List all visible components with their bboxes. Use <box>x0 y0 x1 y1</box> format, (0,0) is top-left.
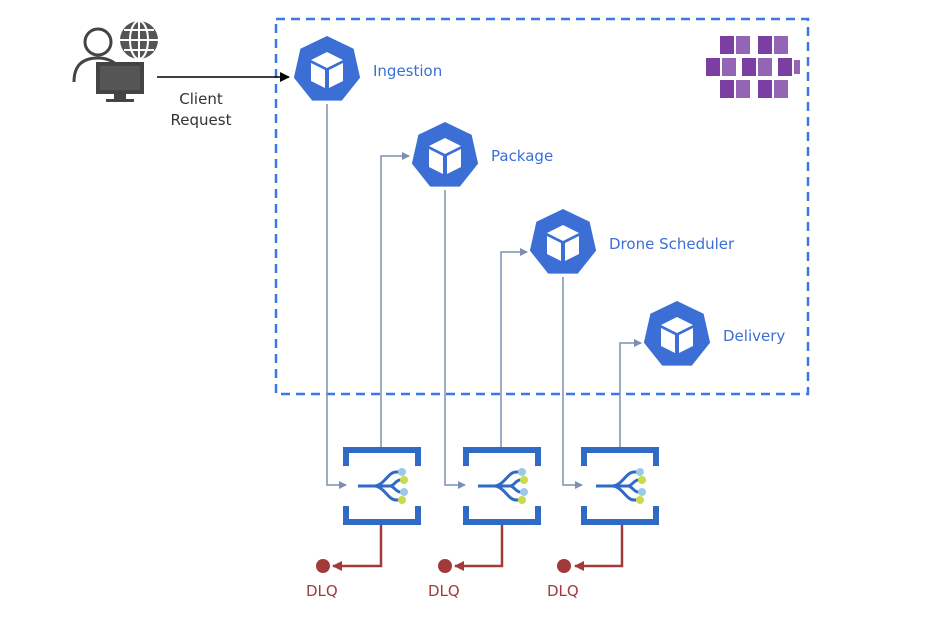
event-hub-1-icon <box>346 450 418 522</box>
queue-2-to-scheduler-arrow <box>500 248 528 452</box>
dlq-3-arrow <box>574 525 624 571</box>
dlq-1-arrow <box>332 525 383 571</box>
event-hub-3-icon <box>584 450 656 522</box>
package-service-icon <box>411 122 479 187</box>
drone-scheduler-label: Drone Scheduler <box>609 235 735 253</box>
delivery-label: Delivery <box>723 327 786 345</box>
user-computer-globe-icon <box>72 20 158 102</box>
delivery-service-icon <box>643 301 711 366</box>
dlq-2-dot <box>438 559 452 573</box>
ingestion-to-queue-1-arrow <box>326 104 347 489</box>
dlq-2-arrow <box>454 525 504 571</box>
drone-scheduler-service-icon <box>529 209 597 274</box>
kubernetes-cluster-icon <box>706 36 800 98</box>
package-label: Package <box>491 147 554 165</box>
client-label-line2: Request <box>170 111 232 129</box>
package-to-queue-2-arrow <box>444 190 466 489</box>
dlq-3-dot <box>557 559 571 573</box>
dlq-1-label: DLQ <box>306 582 338 600</box>
event-hub-2-icon <box>466 450 538 522</box>
dlq-2-label: DLQ <box>428 582 460 600</box>
client-label-line1: Client <box>179 90 223 108</box>
client-request-label: Client Request <box>166 89 236 131</box>
dlq-1-dot <box>316 559 330 573</box>
queue-3-to-delivery-arrow <box>619 339 642 452</box>
dlq-3-label: DLQ <box>547 582 579 600</box>
queue-1-to-package-arrow <box>380 152 410 452</box>
ingestion-service-icon <box>293 36 361 101</box>
scheduler-to-queue-3-arrow <box>562 277 583 489</box>
ingestion-label: Ingestion <box>373 62 443 80</box>
cluster-boundary <box>274 17 810 396</box>
